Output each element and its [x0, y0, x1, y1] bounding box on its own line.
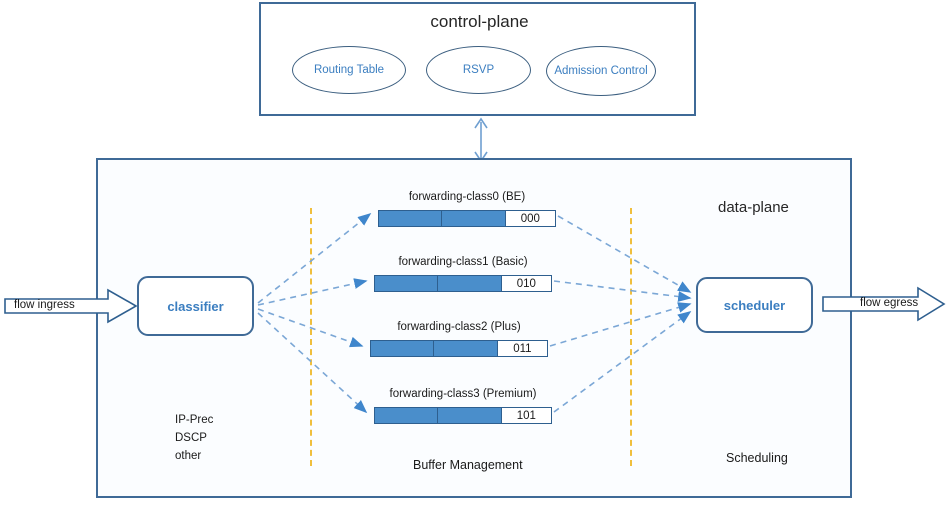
queue-segment-filled [442, 211, 506, 226]
classifier-label: classifier [167, 298, 224, 314]
queue-bar: 011 [370, 340, 548, 357]
control-plane-node-rsvp[interactable]: RSVP [426, 46, 531, 94]
queue-label: forwarding-class2 (Plus) [397, 321, 521, 333]
control-plane-node-label: RSVP [462, 63, 495, 76]
queue-segment-filled [438, 276, 502, 291]
scheduler-node[interactable]: scheduler [696, 277, 813, 333]
flow-egress-arrow-icon [822, 286, 946, 322]
queue-segment-filled [434, 341, 498, 356]
control-plane-container: control-plane Routing Table RSVP Admissi… [259, 2, 696, 116]
control-plane-node-label: Routing Table [313, 63, 385, 76]
queue-bar: 101 [374, 407, 552, 424]
queue-segment-filled [379, 211, 443, 226]
classifier-criteria-item: other [175, 449, 202, 462]
queue-label: forwarding-class3 (Premium) [389, 388, 537, 400]
buffer-management-label: Buffer Management [413, 458, 523, 472]
queue-segment-filled [375, 276, 439, 291]
control-plane-node-admission-control[interactable]: Admission Control [546, 46, 656, 96]
queue-code-value: 000 [505, 211, 555, 226]
queue-code-value: 101 [501, 408, 551, 423]
queue-bar: 010 [374, 275, 552, 292]
classifier-criteria-item: DSCP [175, 431, 207, 444]
queue-code-value: 011 [497, 341, 547, 356]
scheduler-label: scheduler [723, 297, 786, 313]
control-plane-node-label: Admission Control [554, 64, 648, 77]
data-plane-title: data-plane [718, 199, 789, 216]
section-divider-left [310, 208, 312, 466]
queue-segment-filled [438, 408, 502, 423]
flow-egress-label: flow egress [860, 297, 919, 309]
scheduling-label: Scheduling [726, 451, 788, 465]
queue-code-value: 010 [501, 276, 551, 291]
flow-ingress-label: flow ingress [14, 299, 75, 311]
control-plane-node-routing-table[interactable]: Routing Table [292, 46, 406, 94]
plane-link-double-arrow-icon [474, 117, 488, 163]
queue-segment-filled [375, 408, 439, 423]
classifier-node[interactable]: classifier [137, 276, 254, 336]
classifier-criteria-list: IP-Prec DSCP other [175, 412, 213, 465]
queue-label: forwarding-class1 (Basic) [398, 256, 528, 268]
queue-bar: 000 [378, 210, 556, 227]
classifier-criteria-item: IP-Prec [175, 414, 214, 426]
queue-segment-filled [371, 341, 435, 356]
control-plane-title: control-plane [430, 12, 529, 31]
section-divider-right [630, 208, 632, 466]
flow-ingress-arrow-icon [4, 288, 138, 324]
queue-label: forwarding-class0 (BE) [408, 191, 526, 203]
